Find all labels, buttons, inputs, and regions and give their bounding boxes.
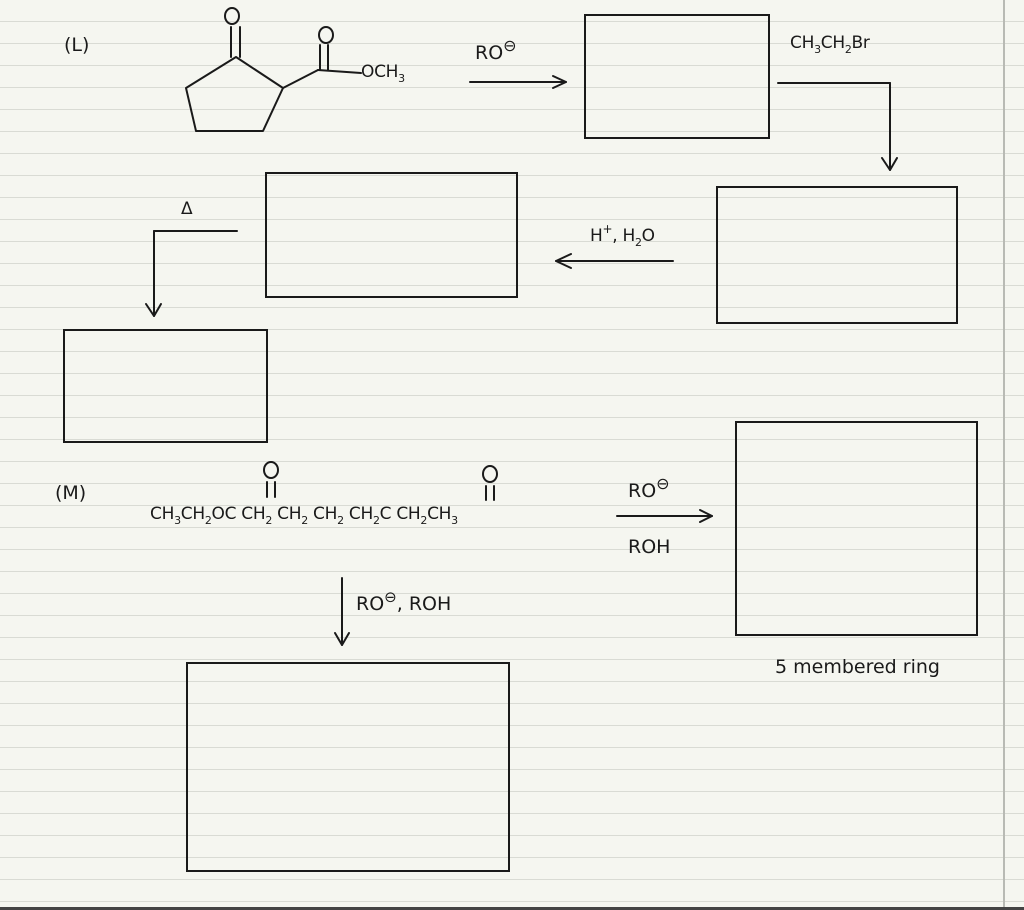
page-edge <box>1003 0 1005 910</box>
reagent-alkoxide-l: RO⊖ <box>475 36 517 64</box>
cyclopentanone-ring <box>185 56 284 132</box>
answer-box-m-right[interactable] <box>735 421 978 636</box>
arrow-m-down <box>334 577 350 646</box>
arrow-step2 <box>777 82 898 171</box>
page-bottom-edge <box>0 907 1024 910</box>
reagent-ethyl-bromide: CH3CH2Br <box>790 33 870 56</box>
problem-l-label: (L) <box>64 34 90 56</box>
ester-carbonyl-m <box>263 461 279 498</box>
ketone-carbonyl <box>224 7 241 58</box>
arrow-step3 <box>555 253 674 269</box>
answer-box-l3[interactable] <box>265 172 518 298</box>
reagent-alkoxide-m-top: RO⊖ <box>628 474 670 502</box>
reagent-alcohol-m: ROH <box>628 536 671 558</box>
reagent-heat: Δ <box>181 199 193 219</box>
ring-size-note: 5 membered ring <box>775 656 940 678</box>
answer-box-m-down[interactable] <box>186 662 510 872</box>
reagent-alkoxide-m-down: RO⊖, ROH <box>356 588 452 615</box>
answer-box-l2[interactable] <box>716 186 958 324</box>
ester-carbonyl <box>282 26 362 89</box>
arrow-step4 <box>145 230 238 317</box>
ketone-carbonyl-m <box>482 465 498 501</box>
answer-box-l4[interactable] <box>63 329 268 443</box>
problem-m-label: (M) <box>55 482 87 504</box>
methoxy-group: OCH3 <box>361 62 405 85</box>
arrow-m-right <box>616 509 713 523</box>
answer-box-l1[interactable] <box>584 14 770 139</box>
diester-ketone-formula: CH3CH2OC CH2 CH2 CH2 CH2C CH2CH3 <box>150 504 458 527</box>
reagent-acid-water: H+, H2O <box>590 222 655 249</box>
arrow-step1 <box>469 75 567 89</box>
